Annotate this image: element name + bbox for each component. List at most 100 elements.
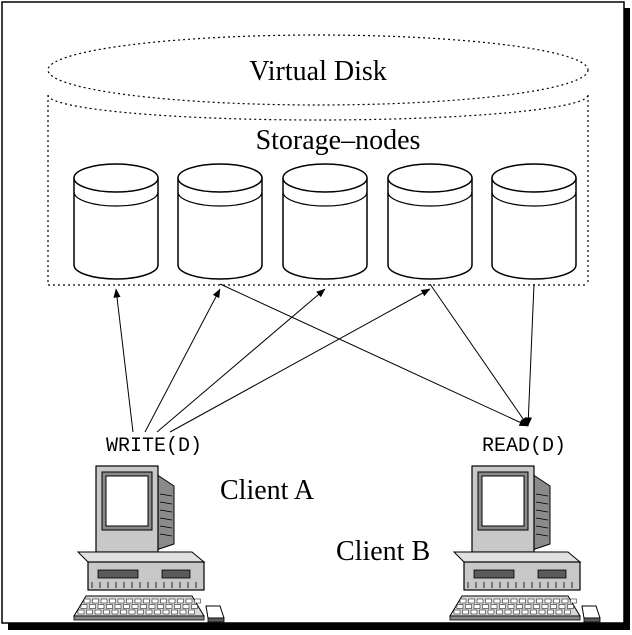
key	[553, 598, 560, 604]
key	[174, 604, 181, 609]
key	[109, 598, 116, 604]
storage-node-top	[177, 163, 263, 193]
storage-node-top	[73, 163, 159, 193]
key	[177, 598, 184, 604]
storage-node-rim	[177, 191, 263, 207]
arrows	[113, 283, 535, 433]
storage-node-body	[491, 178, 577, 280]
client-b-label: Client B	[336, 536, 430, 567]
storage-node-rim	[73, 191, 159, 207]
key	[77, 609, 85, 615]
storage-node-4	[387, 163, 473, 280]
key	[117, 598, 125, 604]
base-top	[76, 551, 206, 563]
key	[524, 604, 532, 609]
storage-node-5	[491, 163, 577, 280]
read-arrow-node-5	[524, 283, 535, 427]
key	[94, 609, 102, 615]
drive-slot	[473, 569, 515, 579]
key	[547, 609, 554, 615]
storage-node-rim	[282, 191, 368, 207]
key	[103, 609, 110, 615]
key	[131, 604, 139, 609]
key	[519, 598, 526, 604]
vent-line	[159, 525, 173, 529]
key	[470, 609, 478, 615]
key	[145, 609, 153, 615]
storage-node-body	[282, 178, 368, 280]
key	[92, 598, 99, 604]
drive-slot	[537, 569, 567, 579]
key	[476, 598, 484, 604]
virtual-disk-body	[47, 95, 589, 286]
key	[521, 609, 529, 615]
storage-node-body	[73, 178, 159, 280]
key	[459, 598, 467, 604]
key	[490, 604, 498, 609]
key	[533, 604, 540, 609]
key	[140, 604, 147, 609]
key	[465, 604, 472, 609]
key	[188, 609, 195, 615]
key	[123, 604, 130, 609]
key	[126, 598, 133, 604]
drive-slot	[97, 569, 139, 579]
key	[561, 598, 569, 604]
storage-node-body	[177, 178, 263, 280]
key	[482, 604, 489, 609]
key	[97, 604, 105, 609]
key	[80, 604, 88, 609]
keyboard-edge	[73, 615, 205, 621]
vent-line	[535, 517, 549, 521]
key	[160, 598, 167, 604]
key	[120, 609, 127, 615]
read-arrow-node-4	[429, 283, 529, 427]
key	[510, 598, 518, 604]
key	[182, 604, 190, 609]
key	[567, 604, 574, 609]
key	[496, 609, 503, 615]
vent-line	[159, 533, 173, 537]
key	[473, 604, 481, 609]
vent-line	[159, 493, 173, 497]
read-arrow-node-2	[219, 283, 529, 427]
storage-nodes	[73, 163, 577, 280]
key	[502, 598, 509, 604]
virtual-disk-top	[47, 34, 589, 106]
storage-node-1	[73, 163, 159, 280]
key	[154, 609, 161, 615]
key	[185, 598, 193, 604]
key	[527, 598, 535, 604]
vent-line	[535, 525, 549, 529]
virtual-disk-label: Virtual Disk	[249, 56, 387, 87]
key	[100, 598, 108, 604]
key	[106, 604, 113, 609]
keyboard-edge	[449, 615, 581, 621]
key	[194, 598, 201, 604]
key	[538, 609, 546, 615]
key	[111, 609, 119, 615]
key	[148, 604, 156, 609]
write-arrow-node-3	[156, 288, 326, 433]
key	[134, 598, 142, 604]
key	[157, 604, 164, 609]
storage-node-2	[177, 163, 263, 280]
storage-node-top	[282, 163, 368, 193]
storage-node-top	[491, 163, 577, 193]
key	[168, 598, 176, 604]
key	[114, 604, 122, 609]
storage-nodes-label: Storage–nodes	[256, 125, 421, 156]
storage-node-rim	[387, 191, 473, 207]
key	[513, 609, 520, 615]
client-a-label: Client A	[220, 475, 315, 506]
storage-node-rim	[491, 191, 577, 207]
key	[558, 604, 566, 609]
storage-node-top	[387, 163, 473, 193]
key	[453, 609, 461, 615]
key	[541, 604, 549, 609]
key	[564, 609, 571, 615]
write-arrow-node-2	[144, 288, 221, 433]
key	[499, 604, 506, 609]
key	[128, 609, 136, 615]
